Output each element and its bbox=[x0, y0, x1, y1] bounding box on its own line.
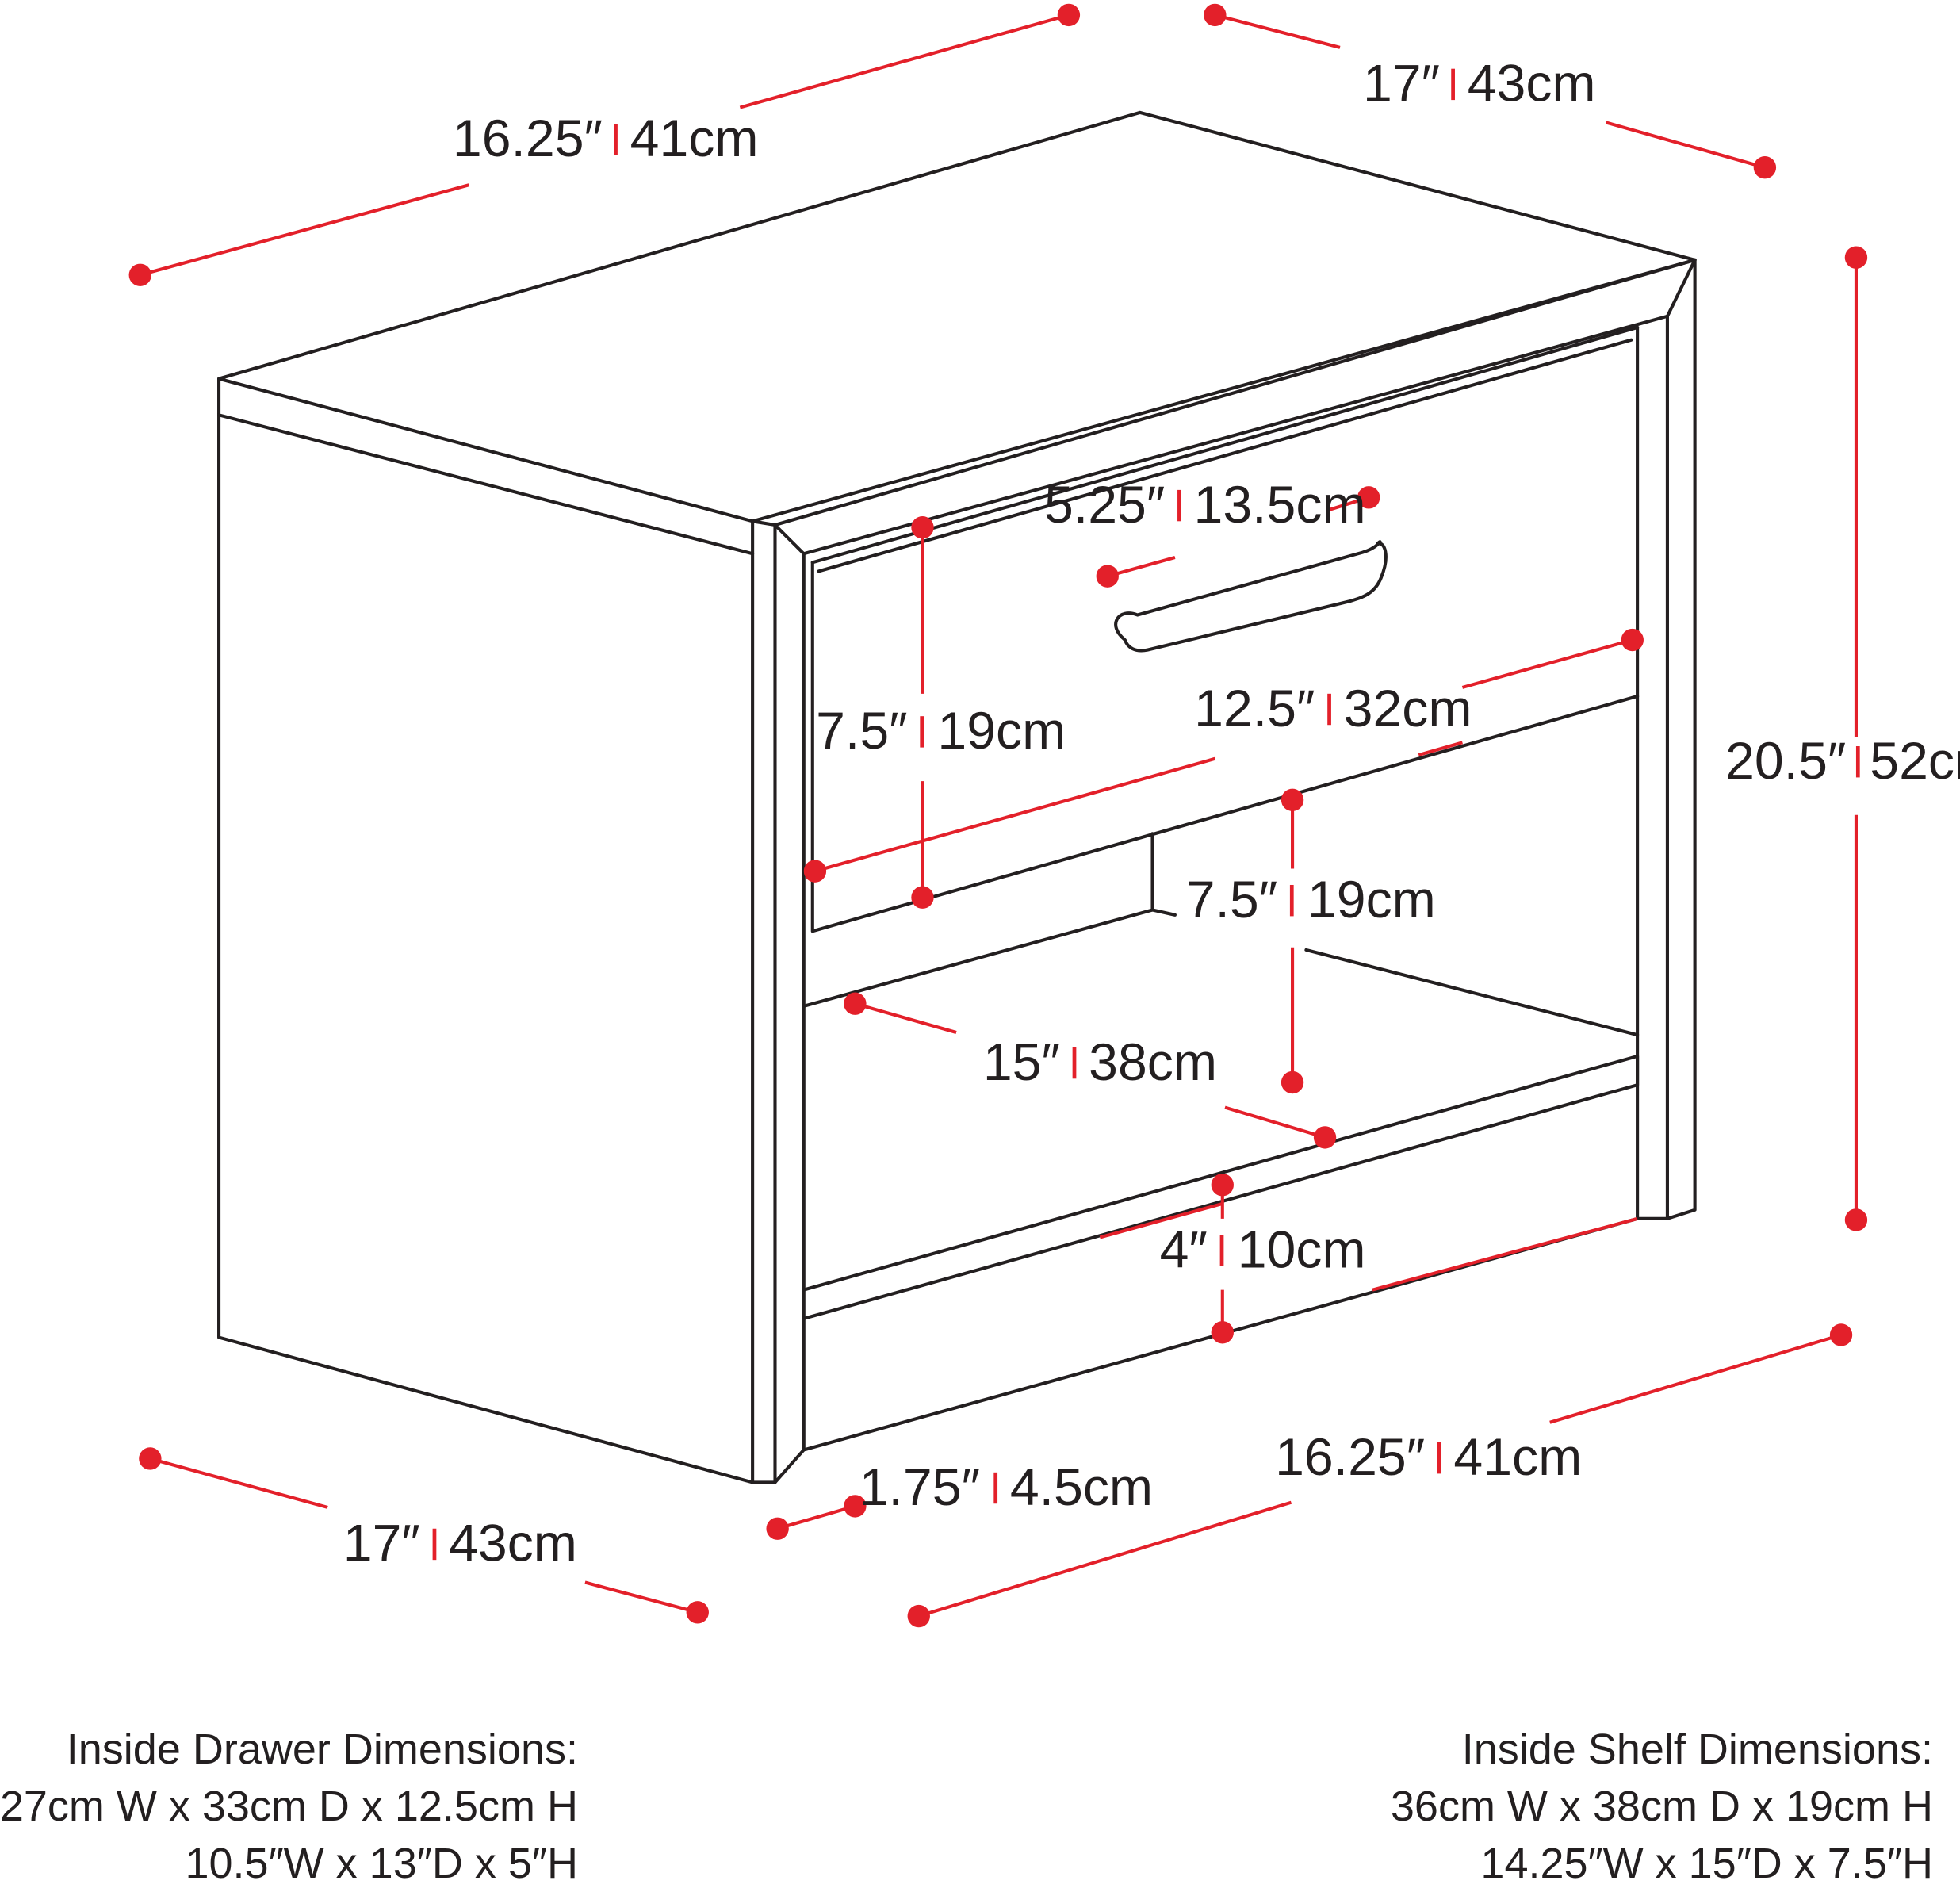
shelf-depth-cm: 38cm bbox=[1089, 1033, 1217, 1092]
inside-drawer-title: Inside Drawer Dimensions: bbox=[66, 1725, 578, 1773]
handle-width-cm: 13.5cm bbox=[1194, 476, 1366, 534]
inside-shelf-dimensions: Inside Shelf Dimensions: 36cm W x 38cm D… bbox=[1391, 1721, 1933, 1892]
bottom-depth-cm: 43cm bbox=[449, 1515, 577, 1573]
separator bbox=[1855, 746, 1860, 778]
dimension-lines bbox=[140, 13, 1858, 1618]
overall-height-cm: 52cm bbox=[1870, 732, 1960, 791]
top-width-in: 16.25″ bbox=[453, 109, 603, 168]
shelf-height-in: 7.5″ bbox=[1186, 871, 1277, 929]
inside-shelf-title: Inside Shelf Dimensions: bbox=[1461, 1725, 1933, 1773]
separator bbox=[993, 1472, 998, 1504]
inside-shelf-metric: 36cm W x 38cm D x 19cm H bbox=[1390, 1783, 1933, 1830]
shelf-depth-in: 15″ bbox=[983, 1033, 1060, 1092]
drawer-height-cm: 19cm bbox=[937, 702, 1066, 760]
inside-drawer-dimensions: Inside Drawer Dimensions: 27cm W x 33cm … bbox=[0, 1721, 578, 1892]
separator bbox=[432, 1528, 437, 1561]
overall-height-in: 20.5″ bbox=[1725, 732, 1846, 791]
base-height-in: 4″ bbox=[1160, 1220, 1208, 1279]
base-height-cm: 10cm bbox=[1238, 1220, 1366, 1279]
drawer-height-in: 7.5″ bbox=[816, 702, 907, 760]
side-thickness-in: 1.75″ bbox=[859, 1458, 980, 1517]
top-depth-cm: 43cm bbox=[1468, 55, 1596, 113]
bottom-depth-in: 17″ bbox=[343, 1515, 420, 1573]
separator bbox=[1219, 1235, 1224, 1266]
bottom-width-in: 16.25″ bbox=[1275, 1428, 1425, 1487]
drawer-width-cm: 32cm bbox=[1344, 680, 1472, 738]
side-thickness-cm: 4.5cm bbox=[1010, 1458, 1153, 1517]
nightstand-outline bbox=[217, 110, 1697, 1484]
dimension-labels: 16.25″ 41cm 17″ 43cm 5.25″ 13.5cm 7.5″ 1… bbox=[343, 55, 1960, 1573]
separator bbox=[1289, 884, 1294, 917]
separator bbox=[1072, 1047, 1077, 1079]
drawer-width-in: 12.5″ bbox=[1194, 680, 1315, 738]
separator bbox=[1451, 68, 1455, 101]
separator bbox=[614, 124, 618, 155]
separator bbox=[920, 716, 924, 748]
inside-drawer-metric: 27cm W x 33cm D x 12.5cm H bbox=[0, 1783, 578, 1830]
top-depth-in: 17″ bbox=[1363, 55, 1440, 113]
bottom-width-cm: 41cm bbox=[1453, 1428, 1582, 1487]
shelf-height-cm: 19cm bbox=[1307, 871, 1436, 929]
separator bbox=[1437, 1442, 1441, 1474]
top-width-cm: 41cm bbox=[630, 109, 759, 168]
separator bbox=[1327, 693, 1331, 726]
separator bbox=[1177, 489, 1181, 522]
inside-drawer-imperial: 10.5″W x 13″D x 5″H bbox=[185, 1840, 578, 1887]
handle-width-in: 5.25″ bbox=[1044, 476, 1165, 534]
dimension-end-dots bbox=[128, 3, 1868, 1628]
inside-shelf-imperial: 14.25″W x 15″D x 7.5″H bbox=[1480, 1840, 1933, 1887]
nightstand-dimension-diagram: 16.25″ 41cm 17″ 43cm 5.25″ 13.5cm 7.5″ 1… bbox=[128, 3, 1960, 1628]
